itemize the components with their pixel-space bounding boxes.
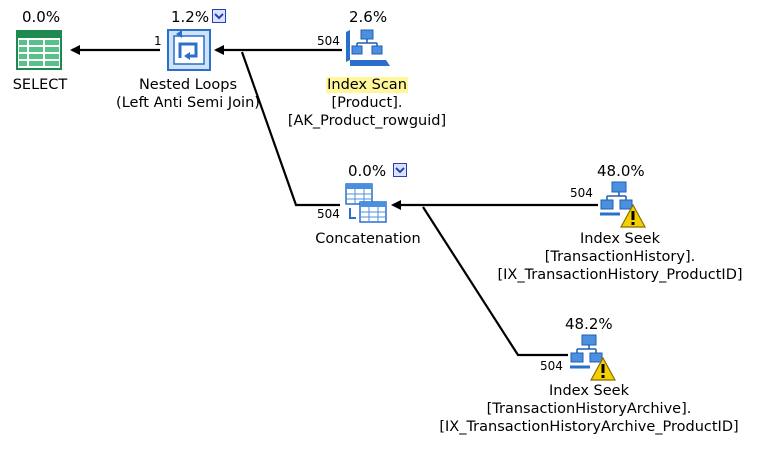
node-label-line: Index Scan bbox=[326, 77, 408, 93]
node-label-line: Nested Loops bbox=[138, 77, 238, 93]
row-count-label: 504 bbox=[540, 359, 563, 373]
cost-percentage: 0.0% bbox=[22, 8, 61, 26]
node-label-line-wrap: Index Scan bbox=[278, 76, 456, 94]
node-label-line: [Product]. bbox=[331, 95, 403, 111]
cost-percentage: 1.2% bbox=[171, 8, 210, 26]
index-seek-icon[interactable] bbox=[598, 180, 646, 228]
node-label: Index Seek [TransactionHistoryArchive]. … bbox=[430, 382, 748, 436]
row-count-label: 504 bbox=[317, 207, 340, 221]
select-grid-icon[interactable] bbox=[16, 30, 62, 70]
node-label: SELECT bbox=[0, 76, 80, 94]
node-label: Nested Loops (Left Anti Semi Join) bbox=[108, 76, 268, 112]
cost-percentage: 0.0% bbox=[348, 162, 387, 180]
warning-icon bbox=[589, 356, 617, 381]
cost-percentage: 2.6% bbox=[349, 8, 388, 26]
row-count-label: 504 bbox=[317, 34, 340, 48]
chevron-down-icon[interactable] bbox=[393, 163, 407, 177]
node-label: Concatenation bbox=[298, 230, 438, 248]
row-count-label: 1 bbox=[154, 34, 162, 48]
node-label-line: Index Seek bbox=[580, 231, 660, 247]
node-label-line: [AK_Product_rowguid] bbox=[287, 113, 447, 129]
cost-percentage: 48.2% bbox=[565, 315, 613, 333]
node-label: Index Seek [TransactionHistory]. [IX_Tra… bbox=[490, 230, 750, 284]
node-label-line: [IX_TransactionHistory_ProductID] bbox=[497, 267, 743, 283]
node-label: Index Scan [Product]. [AK_Product_rowgui… bbox=[278, 76, 456, 130]
edge-concat-to-nested bbox=[240, 51, 340, 207]
node-label-line: SELECT bbox=[12, 77, 68, 93]
node-label-line: [TransactionHistory]. bbox=[544, 249, 696, 265]
node-label-line: [IX_TransactionHistoryArchive_ProductID] bbox=[439, 419, 739, 435]
index-scan-icon[interactable] bbox=[342, 26, 390, 72]
edge-archive-to-concat bbox=[422, 206, 568, 357]
cost-percentage: 48.0% bbox=[597, 162, 645, 180]
chevron-down-icon[interactable] bbox=[212, 9, 226, 23]
concatenation-icon[interactable] bbox=[344, 182, 390, 226]
node-label-line: (Left Anti Semi Join) bbox=[116, 95, 260, 111]
node-label-line: Index Seek bbox=[549, 383, 629, 399]
nested-loops-icon[interactable] bbox=[166, 28, 212, 72]
node-label-line: Concatenation bbox=[315, 231, 421, 247]
warning-icon bbox=[619, 203, 647, 228]
node-label-line: [TransactionHistoryArchive]. bbox=[486, 401, 692, 417]
index-seek-icon[interactable] bbox=[568, 333, 616, 381]
row-count-label: 504 bbox=[570, 186, 593, 200]
